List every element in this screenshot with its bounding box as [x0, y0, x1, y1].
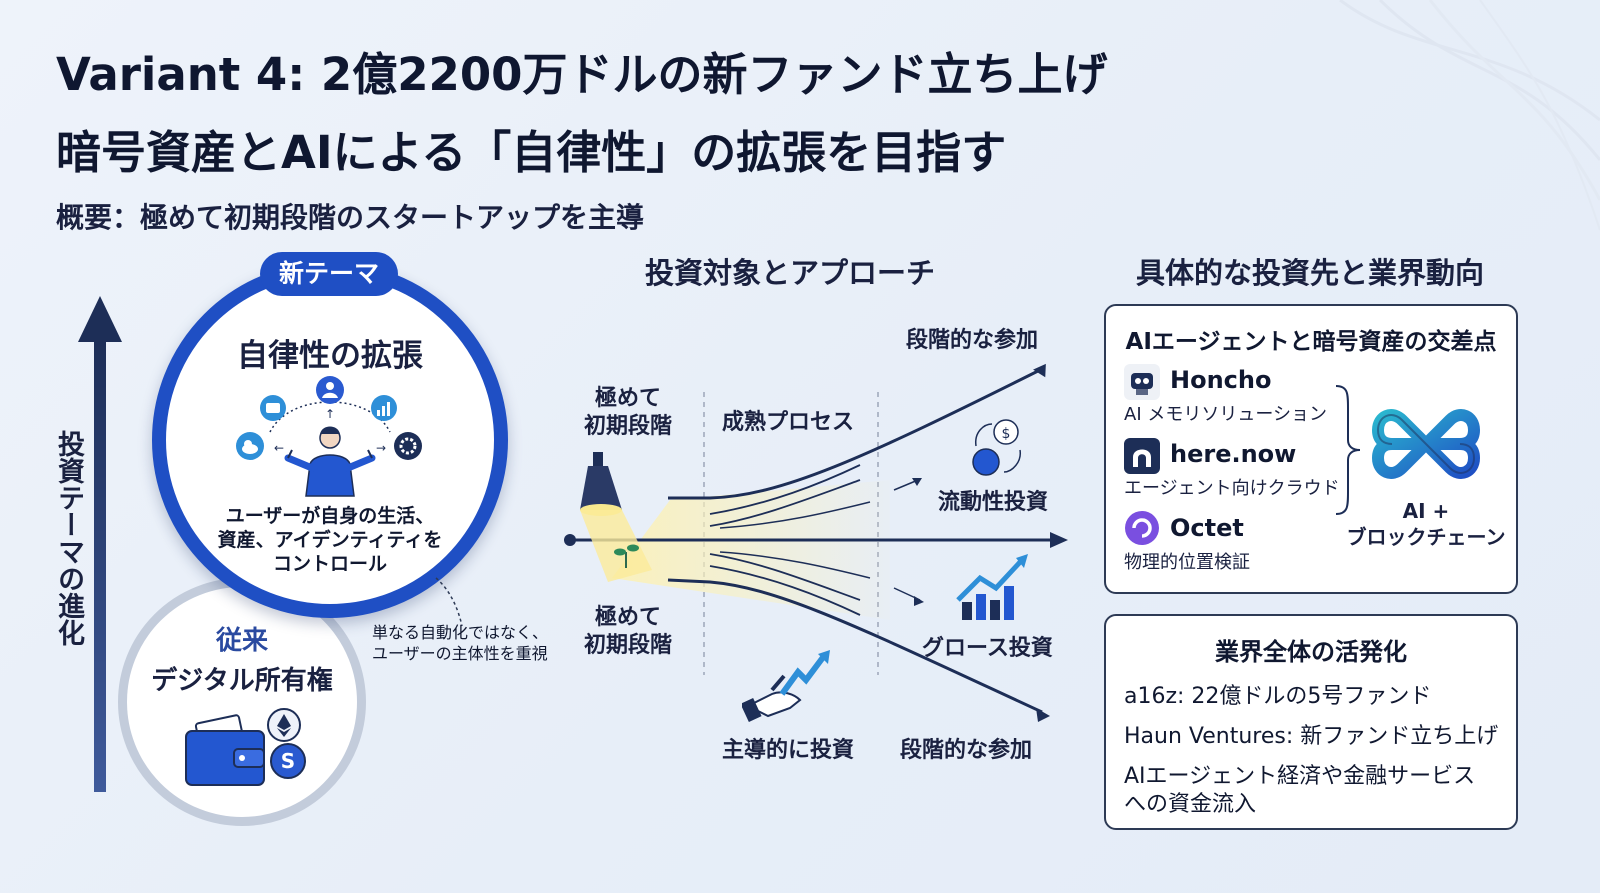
- note-connector: [435, 577, 463, 627]
- svg-text:$: $: [1002, 426, 1011, 442]
- svg-text:→: →: [376, 441, 386, 455]
- staged-top-label: 段階的な参加: [906, 328, 1039, 353]
- industry-item-3: AIエージェント経済や金融サービス: [1124, 764, 1476, 789]
- page-title: Variant 4: 2億2200万ドルの新ファンド立ち上げ 暗号資産とAIによ…: [56, 46, 1107, 182]
- new-theme-heading: 自律性の拡張: [237, 338, 423, 374]
- early-stage-top: 極めて 初期段階: [566, 385, 690, 441]
- spiral-icon: [1124, 510, 1160, 546]
- staged-bottom-label: 段階的な参加: [900, 738, 1033, 763]
- approach-heading: 投資対象とアプローチ: [644, 256, 935, 290]
- early-bottom-line1: 極めて: [594, 605, 661, 630]
- early-top-line2: 初期段階: [583, 414, 672, 439]
- new-theme-description: ユーザーが自身の生活、 資産、アイデンティティを コントロール: [152, 504, 508, 576]
- ai-blockchain-line2: ブロックチェーン: [1346, 525, 1506, 549]
- svg-text:S: S: [281, 749, 295, 773]
- desc-line-1: ユーザーが自身の生活、: [225, 505, 435, 527]
- title-line2: 暗号資産とAIによる「自律性」の拡張を目指す: [56, 126, 1007, 179]
- axis-label: 投資テーマの進化: [53, 430, 84, 646]
- portfolio-heading: 具体的な投資先と業界動向: [1135, 256, 1484, 290]
- background-swirl: [1339, 0, 1600, 231]
- robot-icon: [1124, 364, 1160, 400]
- evolution-arrow: [78, 296, 122, 792]
- desc-line-2: 資産、アイデンティティを: [217, 529, 443, 551]
- octet-desc: 物理的位置検証: [1124, 552, 1250, 573]
- early-top-line1: 極めて: [594, 386, 661, 411]
- desc-line-3: コントロール: [272, 553, 387, 575]
- hand-arrows-icon: [742, 650, 830, 722]
- ai-blockchain-logo-icon: [1372, 409, 1480, 479]
- early-bottom-line2: 初期段階: [583, 633, 672, 658]
- ai-crypto-card-title: AIエージェントと暗号資産の交差点: [1125, 329, 1497, 355]
- group-brace: [1335, 385, 1361, 515]
- ai-blockchain-label: AI + ブロックチェーン: [1334, 498, 1518, 550]
- approach-diagram: $: [564, 363, 1068, 722]
- title-line1: Variant 4: 2億2200万ドルの新ファンド立ち上げ: [56, 48, 1108, 101]
- honcho-name: Honcho: [1170, 366, 1272, 394]
- growth-label: グロース投資: [922, 636, 1053, 661]
- liquidity-label: 流動性投資: [938, 490, 1049, 515]
- octet-name: Octet: [1170, 514, 1244, 542]
- herenow-desc: エージェント向けクラウド: [1124, 478, 1340, 499]
- lead-invest-label: 主導的に投資: [722, 738, 855, 763]
- herenow-name: here.now: [1170, 440, 1297, 468]
- traditional-badge: 従来: [215, 626, 268, 656]
- ai-blockchain-line1: AI +: [1402, 499, 1450, 523]
- industry-item-1: a16z: 22億ドルの5号ファンド: [1124, 684, 1432, 709]
- note-text: 単なる自動化ではなく、 ユーザーの主体性を重視: [372, 622, 548, 664]
- autonomy-illustration: ← → ↑: [236, 376, 422, 497]
- svg-text:↑: ↑: [325, 407, 335, 421]
- maturity-label: 成熟プロセス: [722, 410, 855, 435]
- crypto-coins-icon: S: [267, 708, 306, 779]
- overview-text: 概要：極めて初期段階のスタートアップを主導: [56, 201, 645, 234]
- arch-icon: [1124, 438, 1160, 474]
- industry-item-2: Haun Ventures: 新ファンド立ち上げ: [1124, 724, 1499, 749]
- wallet-icon: [185, 714, 265, 786]
- industry-item-4: への資金流入: [1124, 792, 1257, 817]
- early-stage-bottom: 極めて 初期段階: [566, 604, 690, 660]
- industry-card-title: 業界全体の活発化: [1215, 638, 1407, 666]
- note-line-1: 単なる自動化ではなく、: [372, 623, 549, 642]
- industry-card: [1104, 614, 1518, 830]
- traditional-heading: デジタル所有権: [151, 666, 333, 696]
- note-line-2: ユーザーの主体性を重視: [372, 644, 548, 663]
- svg-text:←: ←: [274, 441, 284, 455]
- new-theme-badge: 新テーマ: [260, 252, 398, 296]
- honcho-desc: AI メモリソリューション: [1124, 404, 1327, 425]
